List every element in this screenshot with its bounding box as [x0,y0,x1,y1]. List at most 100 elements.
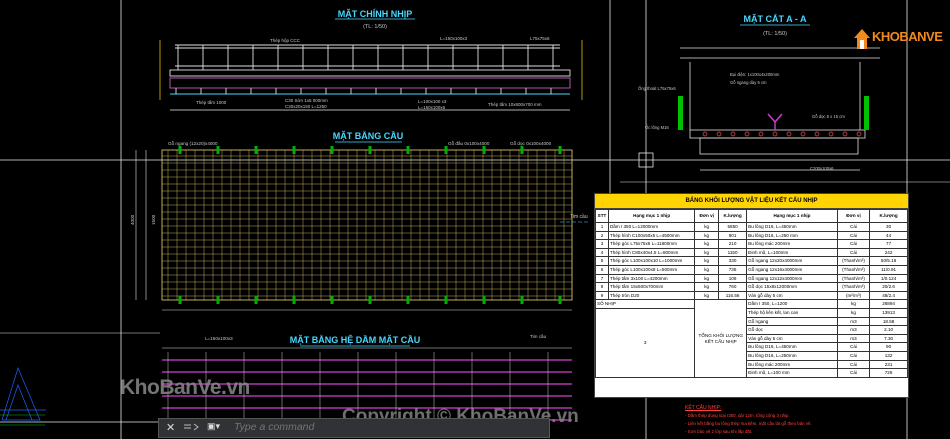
table-cell: 210 [718,239,748,249]
section-label-1: Gỗ ngang dày 5 cm [730,80,767,85]
command-input[interactable] [234,420,534,434]
table-cell: kg [694,273,720,284]
table-cell: 242 [869,247,908,258]
elev-label-7: L=150x100x6 [418,105,446,110]
section-label-5: C200x100x6 [810,166,834,171]
table-cell: Dầm I 350, L=1200 [746,299,838,309]
beam-plan-title: MẶT BẰNG HỆ DẦM MẶT CẦU [290,334,421,345]
plan-label-0: Gỗ ngang (12x20)x4000 [168,140,218,146]
table-cell: Bu lông D16, L=450mm [746,342,838,352]
table-cell: Cái [836,222,871,232]
section-view: MẶT CẮT A - A (TL: 1/50) Bụi điện: 1x100… [638,14,880,171]
table-cell: 2 [595,230,609,241]
command-options-icon[interactable]: ▣▾ [207,421,221,431]
bolt-mark [828,131,834,137]
table-cell: m3 [836,316,871,327]
table-cell: Bu lông D16, L=450mm [746,222,838,232]
table-cell: Bu lông D16, L=250mm [746,350,838,361]
table-cell: Cái [836,368,871,378]
left-partial-ground [0,414,45,426]
table-cell: 90 [869,342,908,352]
table-cell: 44 [869,230,908,241]
table-title: BẢNG KHỐI LƯỢNG VẬT LIỆU KẾT CẤU NHỊP [595,194,908,209]
table-cell: 901 [718,230,748,241]
table-cell: 48/2.4 [869,290,908,301]
table-cell: 4 [595,247,609,258]
quantity-grid: STT Hạng mục 1 nhịp Đơn vị K.lượng Hạng … [595,209,908,378]
table-cell: 735 [718,264,748,275]
table-cell: 109 [718,273,748,284]
table-cell: 77 [869,239,908,249]
table-cell: 116.56 [718,290,748,301]
bolt-mark [856,131,862,137]
table-cell: kg [694,230,720,241]
summary-label: SỐ NHỊP [595,299,696,309]
material-quantity-table: BẢNG KHỐI LƯỢNG VẬT LIỆU KẾT CẤU NHỊP ST… [594,193,909,398]
table-cell: kg [694,247,720,258]
table-cell: Gỗ ngang 12x12x4000mm [746,273,838,284]
summary-count: 3 [595,307,696,378]
table-cell: 726 [869,368,908,378]
close-icon[interactable]: ✕ [166,422,176,434]
table-cell: kg [836,307,871,318]
table-cell: Bu lông D16, L=250 mm [746,230,838,241]
elevation-view: MẶT CHÍNH NHỊP (TL: 1/50) Thép hộp CCC L… [159,9,583,111]
elev-label-1: L=150x100x3 [440,36,468,41]
table-cell: Thép góc L100x100x8 L=500mm [607,264,696,275]
section-scale: (TL: 1/50) [763,31,787,37]
elev-label-3: Thép tấm 1000 [196,100,227,105]
section-title: MẶT CẮT A - A [744,14,807,24]
notes-line: - Dầm thép dùng loại I350, dài 12m, tổng… [685,413,790,418]
table-cell: m3 [836,333,871,344]
table-cell: Thép góc L75x75x6 L=11800mm [607,239,696,249]
col-header: Hạng mục 1 nhịp [746,209,838,223]
plan-label-2: Gỗ dọc 0x100x4000 [510,140,552,146]
logo-text: KHOBANVE [872,29,943,44]
table-cell: 6 [595,264,609,275]
bolt-mark [842,131,848,137]
table-cell: 13913 [869,307,908,318]
elev-label-4: C30 Sờn 1x5 000mm [285,98,328,103]
table-cell: kg [694,290,720,301]
col-header: Đơn vị [694,209,720,223]
section-label-2: Ốc lông M16 [645,125,669,130]
table-cell: Thép tròn D20 [607,290,696,301]
table-cell: Đinh mũ, L=100 mm [746,368,838,378]
col-header: K.lượng [869,209,908,223]
table-cell: Gỗ ngang 12x20x4000mm [746,256,838,266]
section-label-0: Bụi điện: 1x100x4x200mm [730,72,780,77]
table-cell: Đinh mũ, L=100mm [746,247,838,258]
table-cell: (Thanh/m³) [836,256,871,266]
table-cell: 5 [595,256,609,266]
table-cell: kg [694,282,720,292]
table-cell: Cái [836,359,871,370]
table-cell: Bu lông mác 200mm [746,239,838,249]
col-header: STT [595,209,609,223]
bolt-mark [744,131,750,137]
table-cell: 11/0.91 [869,264,908,275]
table-cell: 1 [595,222,609,232]
table-cell: 132 [869,350,908,361]
table-cell: Thép tấm 3x100 L=4200mm [607,273,696,284]
table-cell: 231 [869,359,908,370]
elevation-scale: (TL: 1/50) [363,24,387,30]
col-header: Hạng mục 1 nhịp [607,209,696,223]
bolt-mark [786,131,792,137]
table-cell: Thép hình C80x40x4.5 L=800mm [607,247,696,258]
table-cell: 3 [595,239,609,249]
table-cell: (Thanh/m³) [836,264,871,275]
table-cell: 5850 [718,222,748,232]
house-icon [854,29,870,49]
table-cell: Gỗ dọc 15x8x12000mm [746,282,838,292]
plan-label-4: 4000 [130,214,135,225]
table-header-row: STT Hạng mục 1 nhịp Đơn vị K.lượng Hạng … [595,209,908,223]
command-history-icon[interactable] [182,421,202,433]
